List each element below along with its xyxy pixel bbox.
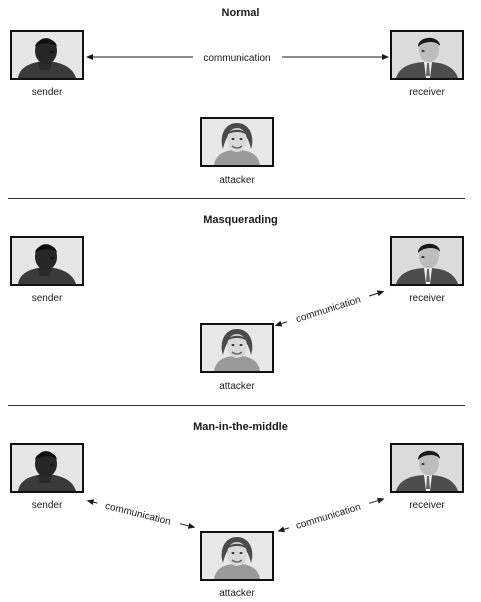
panel-divider (8, 198, 465, 199)
panel-title-mitm: Man-in-the-middle (193, 421, 288, 433)
sender-portrait-icon (10, 236, 84, 286)
receiver-label: receiver (409, 293, 445, 304)
receiver-label: receiver (409, 87, 445, 98)
sender-label: sender (31, 293, 63, 304)
panel-title-normal: Normal (221, 7, 260, 19)
normal-link-label: communication (203, 53, 270, 64)
masq-link-left-line (274, 320, 288, 327)
mitm-link-right-label: communication (295, 502, 363, 532)
attacker-label: attacker (219, 588, 255, 599)
attacker-portrait-icon (200, 531, 274, 581)
sender-label: sender (31, 500, 63, 511)
receiver-portrait-icon (390, 443, 464, 493)
receiver-portrait-icon (390, 30, 464, 80)
mitm-link-left-label: communication (104, 501, 172, 528)
receiver-label: receiver (409, 500, 445, 511)
receiver-portrait-icon (390, 236, 464, 286)
attacker-label: attacker (219, 175, 255, 186)
mitm-link-right-arrow-line (277, 526, 290, 533)
mitm-link-left-arrow-line (86, 499, 98, 506)
sender-label: sender (31, 87, 63, 98)
sender-portrait-icon (10, 443, 84, 493)
masq-link-label: communication (295, 294, 362, 325)
attacker-portrait-icon (200, 117, 274, 167)
panel-divider (8, 405, 465, 406)
panel-title-masquerading: Masquerading (203, 214, 278, 226)
sender-portrait-icon (10, 30, 84, 80)
attacker-label: attacker (219, 381, 255, 392)
masq-link-right-line (368, 290, 385, 297)
mitm-link-left-tail-line (179, 522, 196, 529)
mitm-link-right-tail-line (369, 497, 385, 504)
attacker-portrait-icon (200, 323, 274, 373)
